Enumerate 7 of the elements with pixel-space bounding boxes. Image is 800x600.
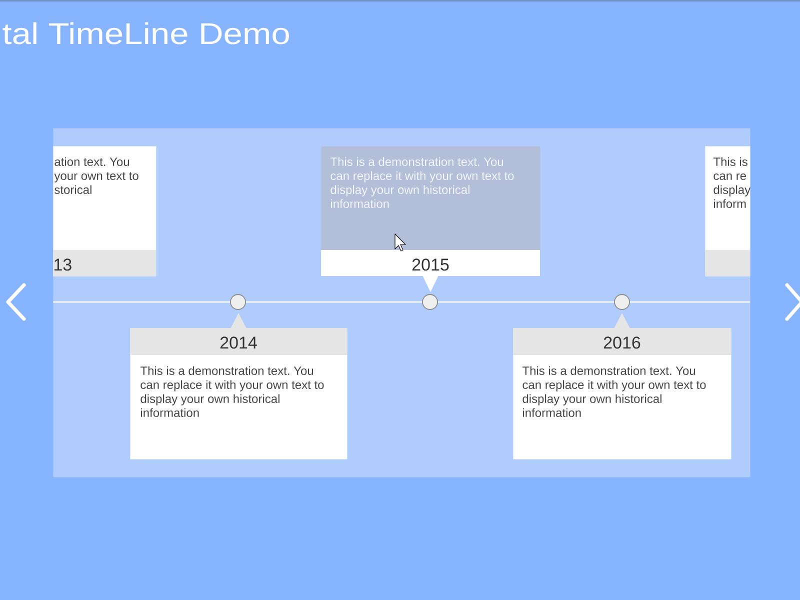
description-text: ation text. You your own text to storical [54,157,138,194]
title: tal TimeLine Demo [2,22,289,44]
year-header: 13 [53,250,156,276]
description-text: This is can re display inform [713,157,751,208]
description-text: This is a demonstration text. You can replace it with your own text to display your own historical information [140,366,324,417]
description-text: This is a demonstration text. You can replace it with your own text to display your own historical information [522,366,706,417]
description-text: This is a demonstration text. You can replace it with your own text to display your own historical information [330,157,514,208]
